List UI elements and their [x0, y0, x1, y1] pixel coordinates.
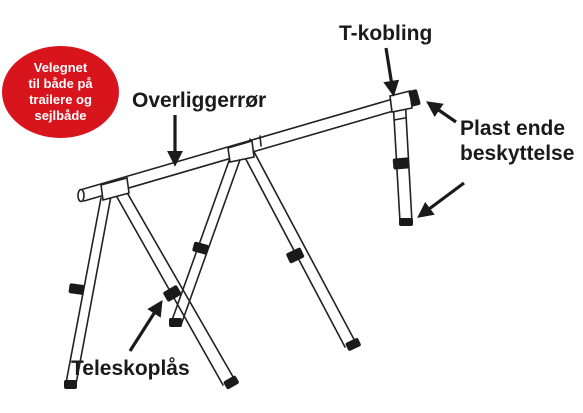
badge-line-2: til både på [28, 76, 93, 92]
suitability-badge: Velegnet til både på trailere og sejlbåd… [2, 46, 119, 138]
t-coupling-left [100, 176, 130, 202]
arrow-to-ridge-end-cap [426, 101, 457, 124]
end-cap-middle-rear [169, 318, 182, 327]
end-cap-left-rear [64, 380, 77, 389]
badge-line-1: Velegnet [33, 60, 88, 76]
label-ridge-tube: Overliggerrør [132, 89, 267, 112]
telescopic-lock-left-front [163, 285, 182, 302]
left-leg-front [112, 188, 237, 386]
label-telescopic-lock: Teleskoplås [71, 357, 190, 380]
label-t-coupling: T-kobling [339, 22, 433, 45]
telescopic-locks [68, 157, 410, 302]
badge-line-4: sejlbåde [34, 107, 87, 123]
suitability-badge-text: Velegnet til både på trailere og sejlbåd… [28, 60, 92, 123]
telescopic-lock-middle-front [286, 247, 305, 264]
label-end-cap-line1: Plast ende [460, 117, 566, 140]
end-cap-right-bottom [399, 218, 413, 226]
end-cap-left-front [223, 375, 239, 390]
t-coupling-right [389, 90, 413, 113]
badge-line-3: trailere og [29, 92, 92, 107]
label-end-cap-line2: beskyttelse [460, 142, 575, 165]
end-cap-middle-front [345, 338, 361, 351]
arrow-to-leg-end-cap [417, 181, 465, 218]
telescopic-lock-left-rear [68, 283, 85, 295]
telescopic-lock-right [392, 157, 410, 170]
end-cap-ridge-end [408, 89, 421, 107]
t-coupling-middle [227, 139, 255, 163]
arrow-to-t-coupling [383, 47, 400, 97]
arrow-to-telescopic-lock [128, 299, 163, 352]
end-caps [64, 89, 421, 390]
middle-leg-rear [170, 156, 242, 326]
middle-leg-front [240, 147, 358, 348]
telescopic-lock-middle-rear [192, 241, 209, 255]
